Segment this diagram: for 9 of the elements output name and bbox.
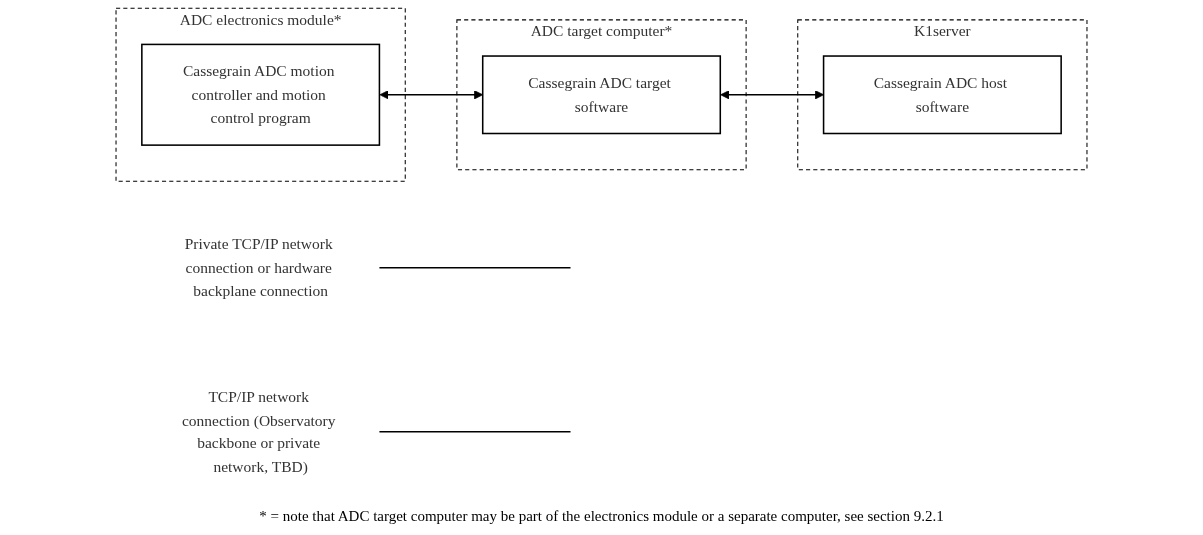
leader-line xyxy=(378,267,572,269)
process-box: Cassegrain ADC host software xyxy=(822,55,1062,135)
process-box: Cassegrain ADC target software xyxy=(481,55,722,135)
note-text: Private TCP/IP network connection or hardware backplane connection xyxy=(184,236,333,300)
leader-line xyxy=(378,431,572,433)
arrow xyxy=(720,90,824,100)
process-box: Cassegrain ADC motion controller and motion control program xyxy=(141,43,381,146)
note-text: TCP/IP network connection (Observatory backbone or private network, TBD) xyxy=(181,388,336,475)
footnote: * = note that ADC target computer may be part of the electronics module or a separate computer, see section 9.2.1 xyxy=(259,508,944,525)
